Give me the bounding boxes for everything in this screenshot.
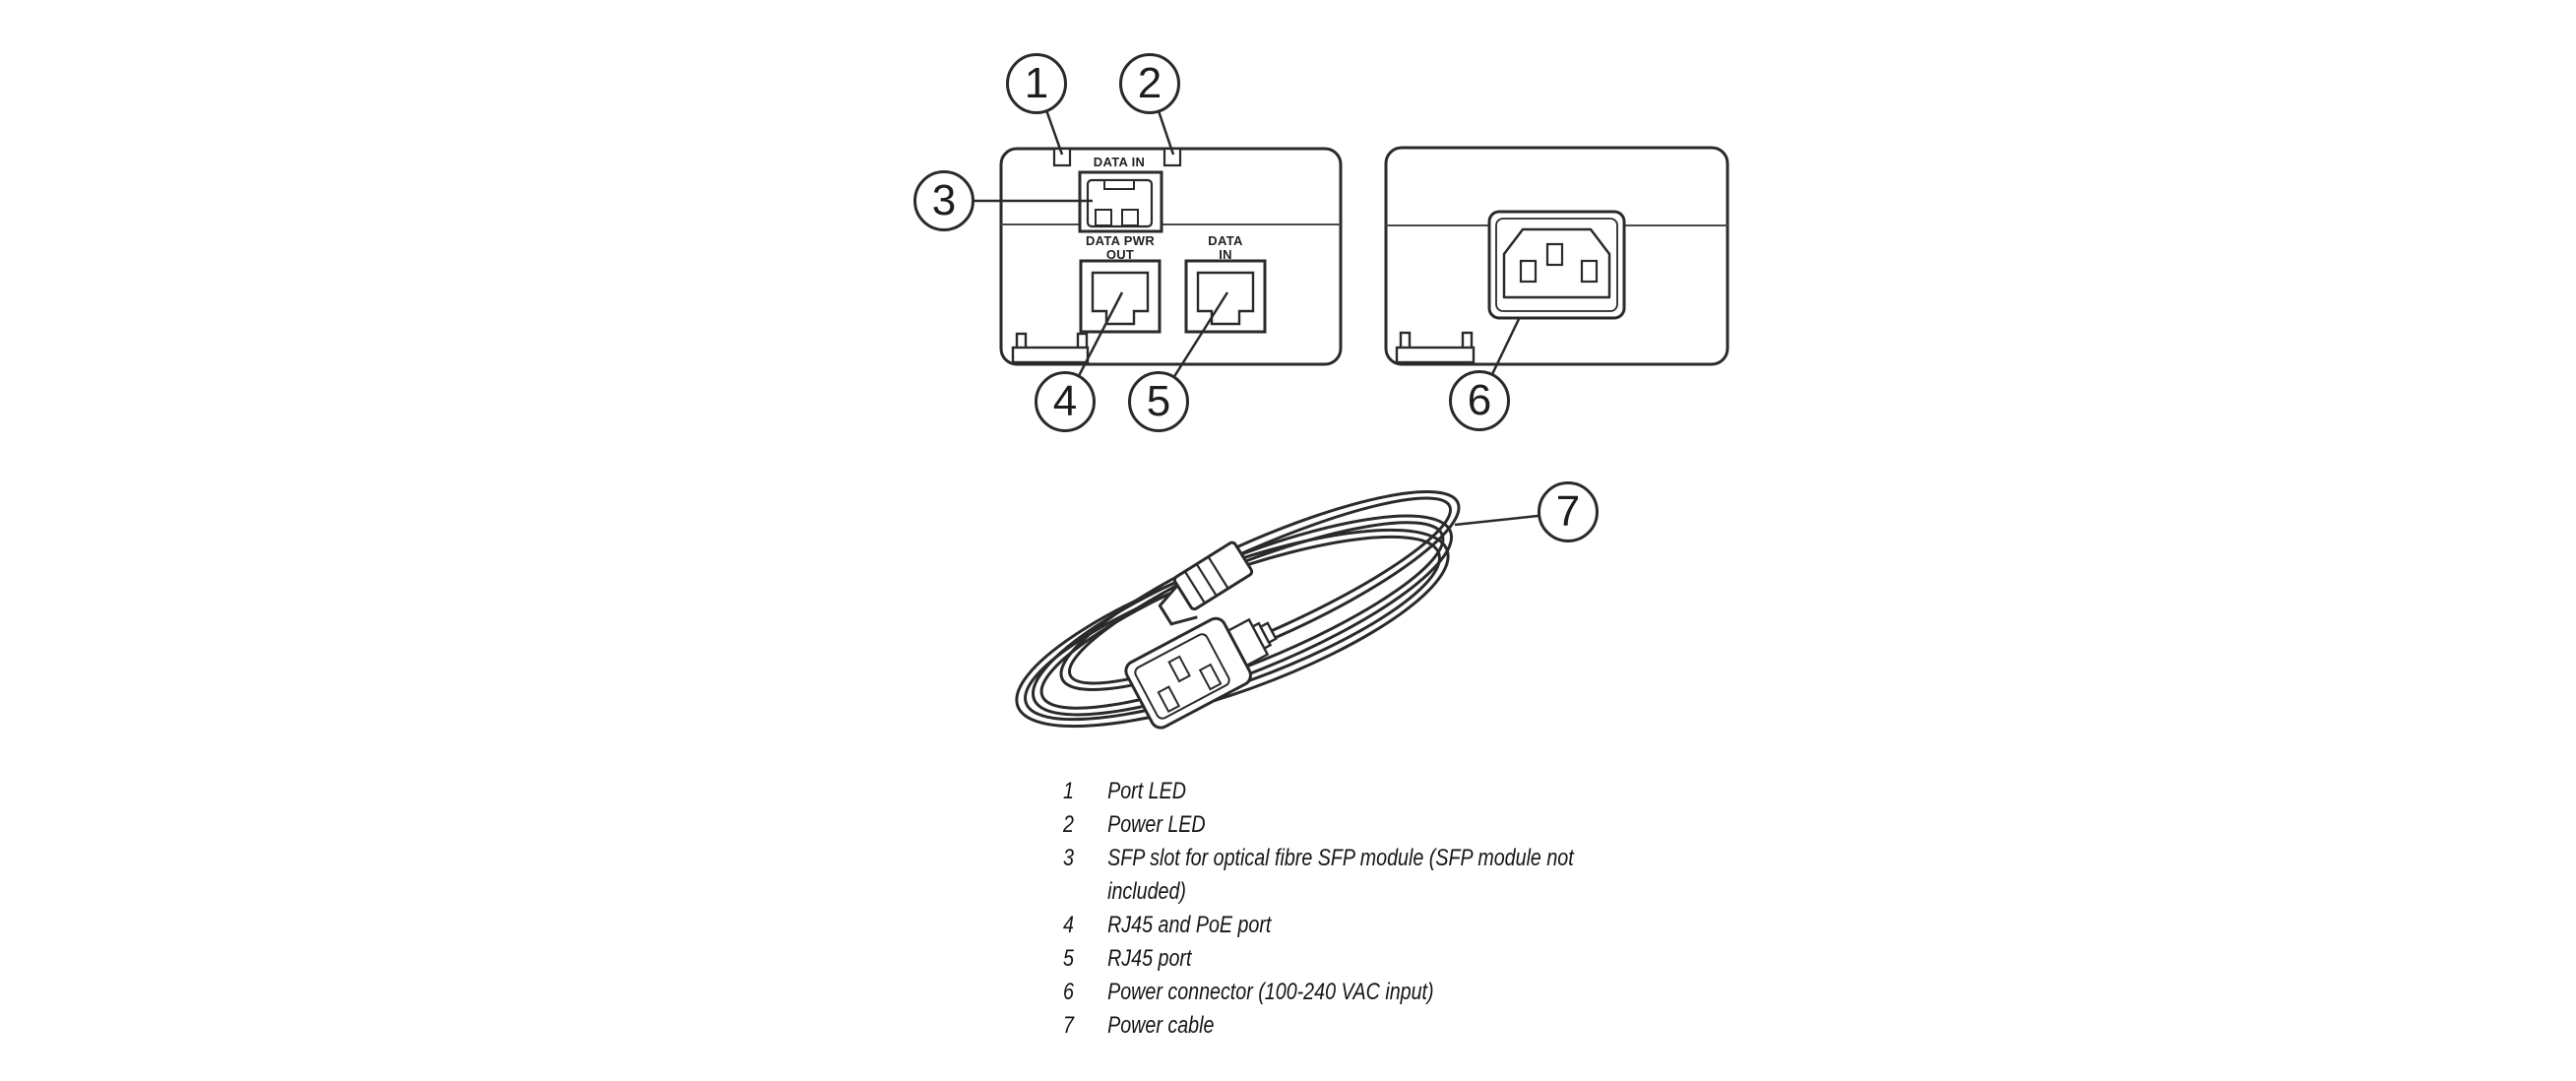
port-led-window: [1052, 147, 1072, 167]
callout-3: 3: [913, 170, 974, 231]
legend-item-number: 6: [1063, 979, 1074, 1005]
legend-item-1: 1 Port LED: [1063, 775, 1628, 808]
power-inlet: [1487, 210, 1626, 320]
callout-7: 7: [1538, 481, 1599, 542]
rear-panel-view: [1384, 146, 1729, 366]
legend-item-label: RJ45 and PoE port: [1107, 912, 1272, 938]
legend-item-5: 5 RJ45 port: [1063, 942, 1628, 976]
legend-item-3: 3 SFP slot for optical fibre SFP module …: [1063, 842, 1628, 909]
data-port-label: DATA IN: [1208, 233, 1243, 262]
mounting-bracket-rear: [1395, 331, 1476, 364]
legend-item-label: Port LED: [1107, 778, 1186, 804]
callout-5: 5: [1128, 371, 1189, 432]
sfp-slot-label: DATA IN: [1093, 155, 1146, 169]
callout-6: 6: [1449, 370, 1510, 431]
mounting-bracket-front: [1011, 332, 1090, 364]
callout-2: 2: [1119, 53, 1180, 114]
front-panel-view: [999, 147, 1343, 366]
legend-item-number: 7: [1063, 1012, 1074, 1039]
power-cable-art: [1015, 490, 1461, 730]
legend-item-2: 2 Power LED: [1063, 808, 1628, 842]
legend-item-label: Power LED: [1107, 811, 1206, 838]
legend-item-number: 1: [1063, 778, 1074, 804]
legend-item-label: SFP slot for optical fibre SFP module (S…: [1107, 845, 1574, 905]
legend-item-number: 2: [1063, 811, 1074, 838]
callout-legend: 1 Port LED 2 Power LED 3 SFP slot for op…: [1063, 775, 1628, 1043]
legend-item-number: 4: [1063, 912, 1074, 938]
legend-item-4: 4 RJ45 and PoE port: [1063, 909, 1628, 942]
callout-1: 1: [1006, 53, 1067, 114]
sfp-slot: [1078, 170, 1163, 233]
legend-item-number: 5: [1063, 945, 1074, 972]
c13-plug: [1124, 616, 1278, 730]
poe-port-label: DATA PWR OUT: [1085, 233, 1156, 262]
legend-item-label: Power cable: [1107, 1012, 1215, 1039]
legend-item-7: 7 Power cable: [1063, 1009, 1628, 1043]
callout-4: 4: [1035, 371, 1096, 432]
strain-relief: [1158, 540, 1254, 626]
legend-item-label: Power connector (100-240 VAC input): [1107, 979, 1434, 1005]
legend-item-label: RJ45 port: [1107, 945, 1192, 972]
legend-item-6: 6 Power connector (100-240 VAC input): [1063, 976, 1628, 1009]
legend-item-number: 3: [1063, 845, 1074, 871]
